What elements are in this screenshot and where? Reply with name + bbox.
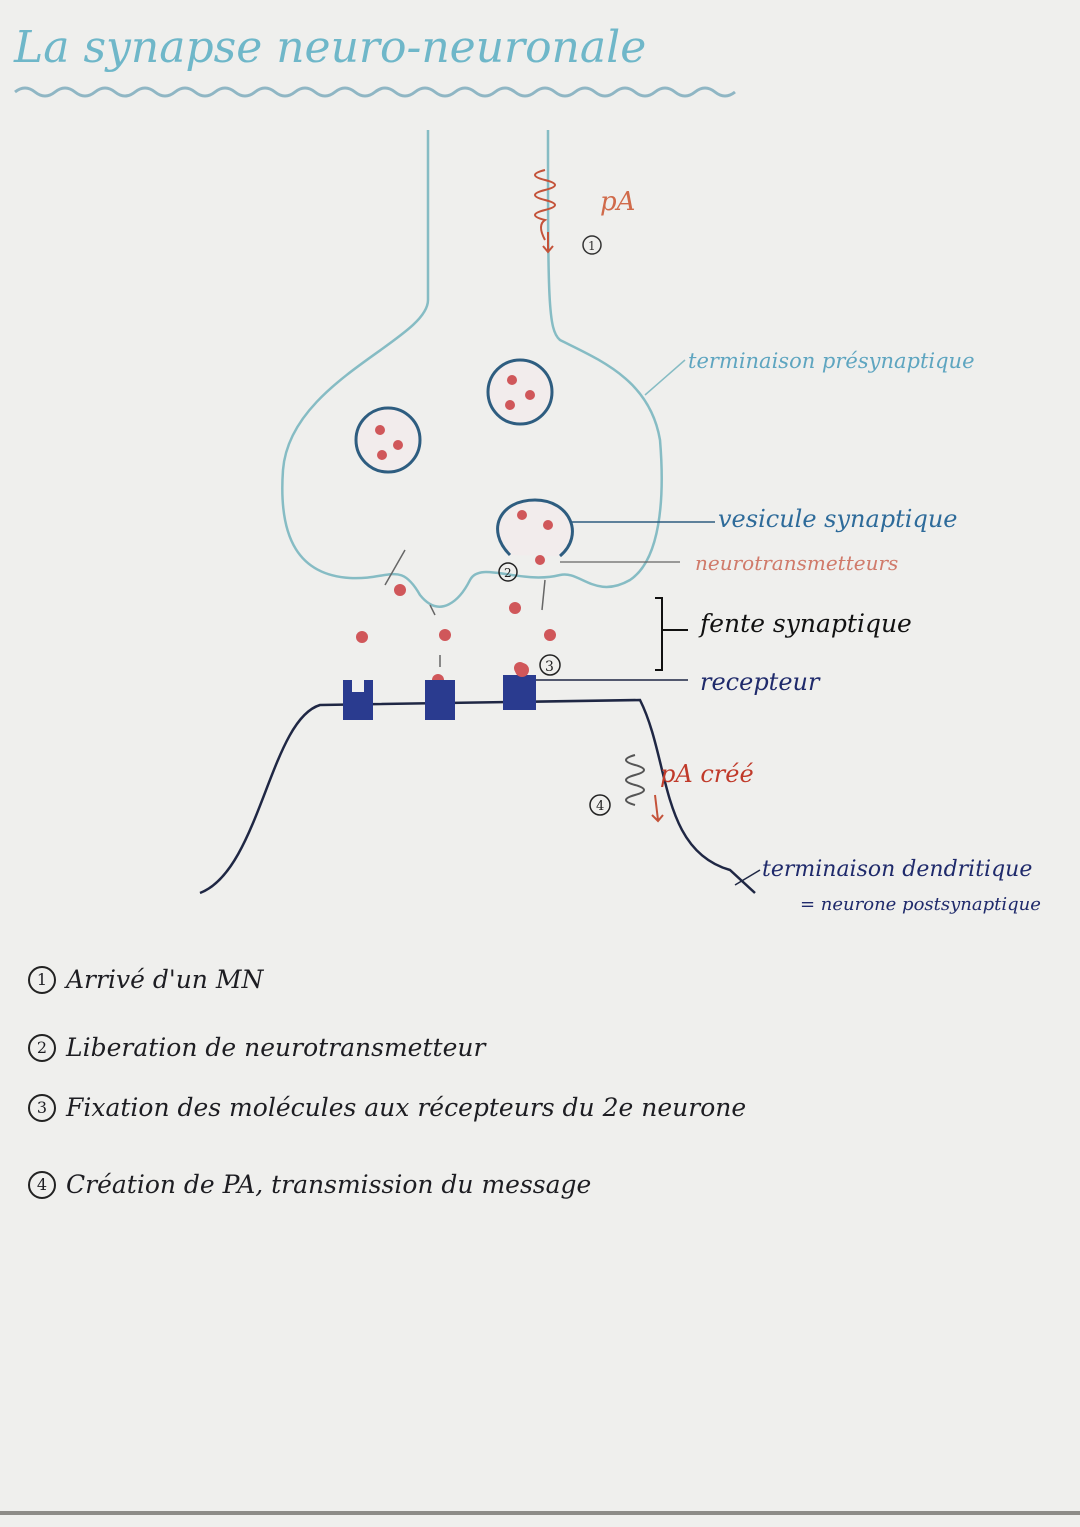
step2-marker: 2 [504, 566, 512, 580]
page-title: La synapse neuro-neuronale [14, 22, 647, 73]
receptor [503, 675, 536, 710]
receptor [343, 680, 373, 720]
vesicle [354, 406, 422, 474]
pa-top-label: pA [600, 187, 635, 217]
postsynaptic-membrane [199, 698, 756, 895]
dendritic-label: terminaison dendritique [762, 857, 1032, 882]
step1-marker: 1 [588, 239, 596, 253]
fusing-vesicle [496, 498, 574, 558]
cleft-bracket [655, 597, 688, 671]
neurotransmitters-label: neurotransmetteurs [695, 551, 898, 575]
cleft-label: fente synaptique [698, 609, 912, 638]
step3-marker: 3 [545, 659, 554, 675]
title-underline [14, 86, 736, 98]
action-potential-squiggle [625, 754, 645, 806]
step4-marker: 4 [596, 799, 604, 814]
arrow-down-icon [542, 232, 554, 254]
postsynaptic-label: = neurone postsynaptique [800, 894, 1041, 915]
receptor-label: recepteur [700, 668, 821, 696]
page-edge [0, 1511, 1080, 1515]
arrow-down-icon [651, 794, 664, 823]
vesicle [486, 358, 554, 426]
receptor [425, 680, 455, 720]
presynaptic-label: terminaison présynaptique [688, 349, 975, 373]
pa-created-label: pA créé [660, 760, 754, 788]
vesicle-label: vesicule synaptique [718, 505, 958, 533]
action-potential-squiggle [534, 169, 556, 241]
